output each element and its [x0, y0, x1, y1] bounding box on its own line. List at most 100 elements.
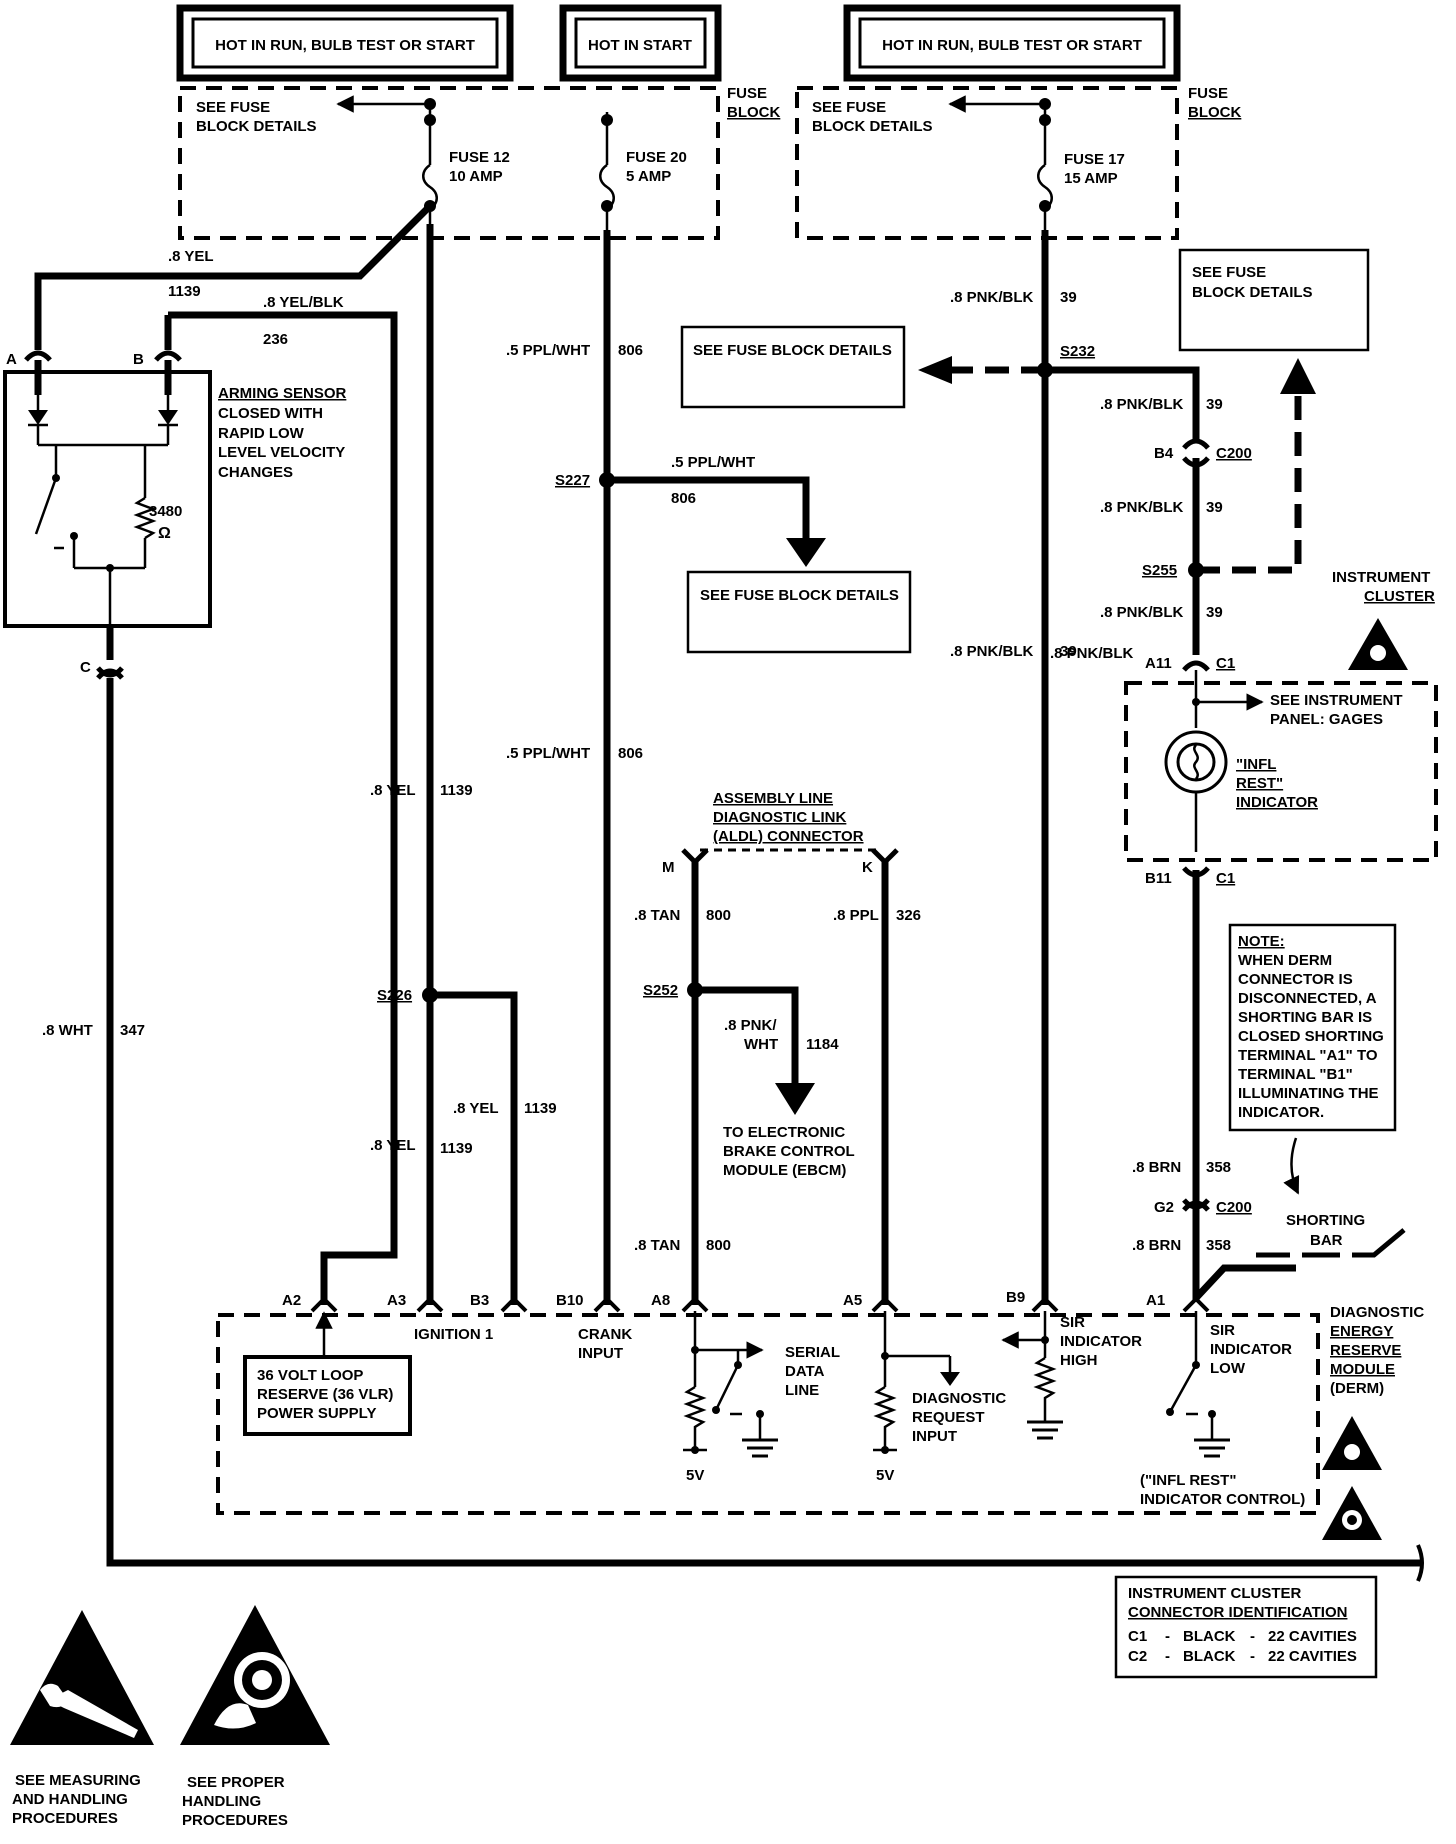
- connector-c200-label-2: C200: [1216, 1199, 1252, 1216]
- note-line-2: CONNECTOR IS: [1238, 971, 1353, 988]
- cluster-id-title: INSTRUMENT CLUSTER: [1128, 1585, 1301, 1602]
- serial-label-3: LINE: [785, 1382, 819, 1399]
- splice-s227-label: S227: [555, 472, 590, 489]
- terminal-b3-label: B3: [470, 1292, 489, 1309]
- cluster-id-row2-dash: -: [1165, 1648, 1170, 1665]
- arrow-ebcm: [775, 1083, 815, 1115]
- splice-s252-label: S252: [643, 982, 678, 999]
- measuring-label: SEE MEASURING: [15, 1772, 141, 1789]
- wire-806-label: 806: [618, 342, 643, 359]
- aldl-label-3: (ALDL) CONNECTOR: [713, 828, 864, 845]
- wire-pnk-blk-label-6: .8 PNK/BLK: [1100, 604, 1184, 621]
- connector-b-label: B: [133, 351, 144, 368]
- cluster-id-row2-c: C2: [1128, 1648, 1147, 1665]
- wire-1139-label-2: 1139: [440, 782, 473, 799]
- psu-label: 36 VOLT LOOP: [257, 1367, 363, 1384]
- see-fuse-block-text-1: SEE FUSE BLOCK DETAILS: [693, 342, 892, 359]
- terminal-b10-label: B10: [556, 1292, 584, 1309]
- wire-pnk-blk-label-7: .8 PNK/BLK: [950, 643, 1034, 660]
- crank-input-label: CRANK: [578, 1326, 632, 1343]
- connector-c: [96, 666, 124, 678]
- connector-b4-label: B4: [1154, 445, 1174, 462]
- crank-input-label-2: INPUT: [578, 1345, 623, 1362]
- wire-806-label-3: 806: [618, 745, 643, 762]
- wire-800-label-2: 800: [706, 1237, 731, 1254]
- wire-39-label-4: 39: [1206, 396, 1223, 413]
- wire-ppl-wht-label-2: .5 PPL/WHT: [671, 454, 755, 471]
- fuse-block-label-right: FUSE: [1188, 85, 1228, 102]
- sir-low-label: SIR: [1210, 1322, 1235, 1339]
- diag-5v-label: 5V: [876, 1467, 894, 1484]
- wire-wht-347: [106, 678, 1422, 1567]
- power-box-fuse17: HOT IN RUN, BULB TEST OR START: [843, 4, 1181, 82]
- note-line-4: SHORTING BAR IS: [1238, 1009, 1372, 1026]
- arming-ohm: Ω: [158, 525, 171, 542]
- arming-resistance: 3480: [149, 503, 182, 520]
- wire-wht-label: .8 WHT: [42, 1022, 93, 1039]
- infl-rest-label-2: REST": [1236, 775, 1283, 792]
- wire-yel-blk-236: [168, 311, 398, 1305]
- wire-pnk-blk-label-5: .8 PNK/BLK: [1100, 499, 1184, 516]
- wire-shorting-bar-left: [1193, 1264, 1296, 1301]
- arming-sensor-internals: [28, 360, 178, 626]
- sir-high-label-3: HIGH: [1060, 1352, 1098, 1369]
- see-fuse-label-2: BLOCK DETAILS: [196, 118, 317, 135]
- connector-a: [24, 350, 52, 362]
- serial-label-2: DATA: [785, 1363, 825, 1380]
- wire-brn-label: .8 BRN: [1132, 1159, 1181, 1176]
- diagnostic-request-circuit: [873, 1311, 960, 1454]
- serial-label: SERIAL: [785, 1344, 840, 1361]
- handling-label: SEE PROPER: [187, 1774, 285, 1791]
- derm-module-box: [216, 1313, 1320, 1515]
- cluster-id-row1-dash2: -: [1250, 1628, 1255, 1645]
- see-instrument-label-2: PANEL: GAGES: [1270, 711, 1383, 728]
- see-fuse-label-4: BLOCK DETAILS: [812, 118, 933, 135]
- note-line-9: INDICATOR.: [1238, 1104, 1324, 1121]
- aldl-label: ASSEMBLY LINE: [713, 790, 833, 807]
- see-fuse-block-box-1: [680, 325, 906, 409]
- hot-run-bulb-start-label-2: HOT IN RUN, BULB TEST OR START: [882, 37, 1142, 54]
- wire-ppl-wht-label-3: .5 PPL/WHT: [506, 745, 590, 762]
- wire-yel-1139-arming: [34, 203, 433, 350]
- see-fuse-block-text-3: SEE FUSE: [1192, 264, 1266, 281]
- fuse-12: FUSE 12 10 AMP: [422, 98, 510, 224]
- see-fuse-block-text-4: BLOCK DETAILS: [1192, 284, 1313, 301]
- splice-s232-label: S232: [1060, 343, 1095, 360]
- note-line-8: ILLUMINATING THE: [1238, 1085, 1379, 1102]
- instrument-cluster-box: [1124, 681, 1438, 862]
- infl-rest-bulb-icon: [1164, 730, 1228, 852]
- infl-rest-label: "INFL: [1236, 756, 1276, 773]
- fuse12-amp: 10 AMP: [449, 168, 503, 185]
- wire-wht-label-2: WHT: [744, 1036, 778, 1053]
- splice-s255-label: S255: [1142, 562, 1177, 579]
- sir-high-label-2: INDICATOR: [1060, 1333, 1142, 1350]
- wire-1139-label-3: 1139: [524, 1100, 557, 1117]
- connector-m-label: M: [662, 859, 675, 876]
- cluster-id-title-2: CONNECTOR IDENTIFICATION: [1128, 1604, 1347, 1621]
- wire-1139-label-4: 1139: [440, 1140, 473, 1157]
- fuse17-amp: 15 AMP: [1064, 170, 1118, 187]
- note-line-3: DISCONNECTED, A: [1238, 990, 1377, 1007]
- wire-236-label: 236: [263, 331, 288, 348]
- wire-347-label: 347: [120, 1022, 145, 1039]
- connector-b11-label: B11: [1145, 870, 1172, 887]
- cluster-id-row2-cav: 22 CAVITIES: [1268, 1648, 1357, 1665]
- cluster-id-row2-dash2: -: [1250, 1648, 1255, 1665]
- fuse20-amp: 5 AMP: [626, 168, 671, 185]
- psu-label-3: POWER SUPPLY: [257, 1405, 376, 1422]
- connector-b: [154, 350, 182, 362]
- derm-name-5: (DERM): [1330, 1380, 1384, 1397]
- connector-c200-g2-2: [1182, 1200, 1210, 1212]
- connector-c1-label: C1: [1216, 655, 1235, 672]
- arrow-s232: [918, 356, 952, 384]
- connector-k-label: K: [862, 859, 873, 876]
- instrument-cluster-title-2: CLUSTER: [1364, 588, 1435, 605]
- note-line-7: TERMINAL "B1": [1238, 1066, 1353, 1083]
- see-fuse-block-box-3: [1178, 248, 1370, 352]
- proper-handling-icon: [180, 1605, 330, 1745]
- serial-data-circuit: [683, 1311, 778, 1458]
- power-box-fuse12: HOT IN RUN, BULB TEST OR START: [176, 4, 514, 82]
- fuse17-name: FUSE 17: [1064, 151, 1125, 168]
- note-box: [1228, 923, 1397, 1132]
